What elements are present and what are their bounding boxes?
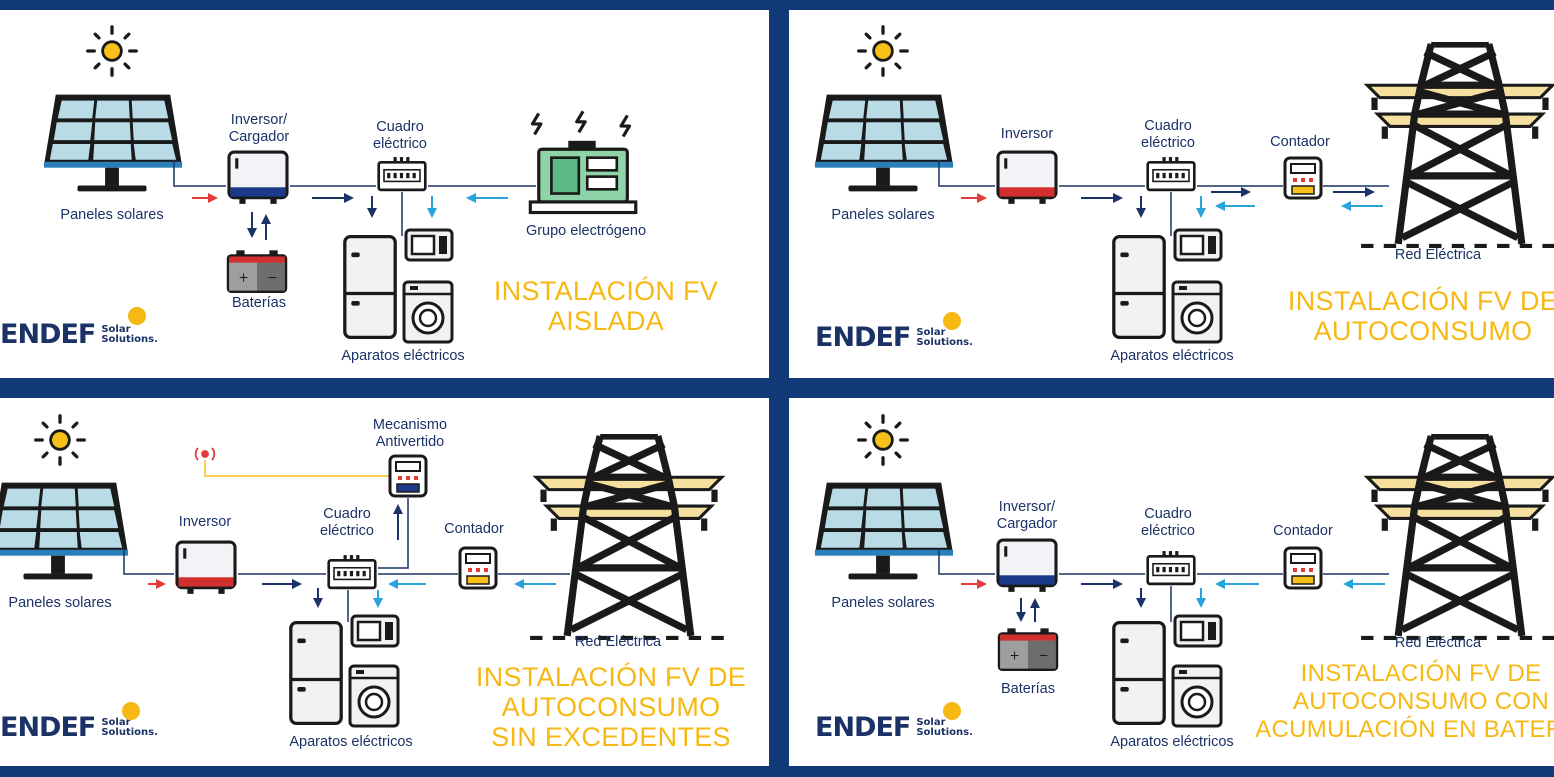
panel-aislada: Paneles solares Inversor/Cargador Cuadro… [0,10,769,378]
diagram-aislada [43,25,638,344]
electrical-board-icon [1146,156,1196,192]
meter-icon [1283,156,1323,200]
label-meter: Contador [444,521,504,537]
label-inverter: Inversor/Cargador [996,499,1058,532]
sun-icon [34,414,86,466]
electrical-board-icon [1146,550,1196,586]
label-batteries: Baterías [1001,681,1055,697]
label-panels: Paneles solares [831,207,935,223]
solar-panel-icon [814,482,954,580]
battery-icon [997,627,1059,671]
electrical-board-icon [377,156,427,192]
fridge-icon [343,234,397,340]
label-meter: Contador [1273,523,1333,539]
fridge-icon [289,620,343,726]
meter-icon [458,546,498,590]
diagram-acumulacion [814,414,1554,728]
solar-panel-icon [43,94,183,192]
microwave-icon [1173,228,1223,262]
label-appliances: Aparatos eléctricos [289,734,413,750]
logo-brand: ENDEF [0,319,96,350]
logo-dot [128,307,146,325]
label-generator: Grupo electrógeno [525,223,647,239]
washer-icon [402,280,454,344]
washer-icon [348,664,400,728]
label-inverter: Inversor [178,514,232,530]
label-meter: Contador [1270,134,1330,150]
washer-icon [1171,280,1223,344]
antivertido-meter-icon [388,454,428,498]
logo-dot [943,702,961,720]
label-grid: Red Eléctrica [1394,247,1482,263]
label-inverter: Inversor [1000,126,1054,142]
panel-acumulacion: Paneles solares Inversor/Cargador Cuadro… [789,398,1554,766]
label-appliances: Aparatos eléctricos [1110,348,1234,364]
power-tower-icon [1361,436,1554,638]
microwave-icon [404,228,454,262]
inverter-charger-icon [227,150,289,206]
generator-icon [528,110,638,215]
diagram-sin-excedentes [0,414,769,728]
label-batteries: Baterías [232,295,286,311]
washer-icon [1171,664,1223,728]
solar-panel-icon [0,482,129,580]
label-grid: Red Eléctrica [1394,635,1482,651]
inverter-icon [175,540,237,596]
label-appliances: Aparatos eléctricos [1110,734,1234,750]
diagram-autoconsumo [814,25,1554,344]
wifi-icon [194,447,216,461]
solar-panel-icon [814,94,954,192]
fridge-icon [1112,620,1166,726]
logo-dot [122,702,140,720]
logo-brand: ENDEF [0,712,96,743]
fridge-icon [1112,234,1166,340]
power-tower-icon [530,436,728,638]
label-panels: Paneles solares [8,595,112,611]
logo-brand: ENDEF [815,712,911,743]
microwave-icon [1173,614,1223,648]
sun-icon [857,414,909,466]
inverter-charger-icon [996,538,1058,594]
battery-icon [226,249,288,293]
power-tower-icon [1361,44,1554,246]
microwave-icon [350,614,400,648]
label-appliances: Aparatos eléctricos [341,348,465,364]
label-panels: Paneles solares [60,207,164,223]
sun-icon [86,25,138,77]
meter-icon [1283,546,1323,590]
sun-icon [857,25,909,77]
logo-brand: ENDEF [815,322,911,353]
label-inverter: Inversor/Cargador [228,112,290,145]
label-grid: Red Eléctrica [574,634,662,650]
label-panels: Paneles solares [831,595,935,611]
electrical-board-icon [327,554,377,590]
logo-dot [943,312,961,330]
inverter-icon [996,150,1058,206]
